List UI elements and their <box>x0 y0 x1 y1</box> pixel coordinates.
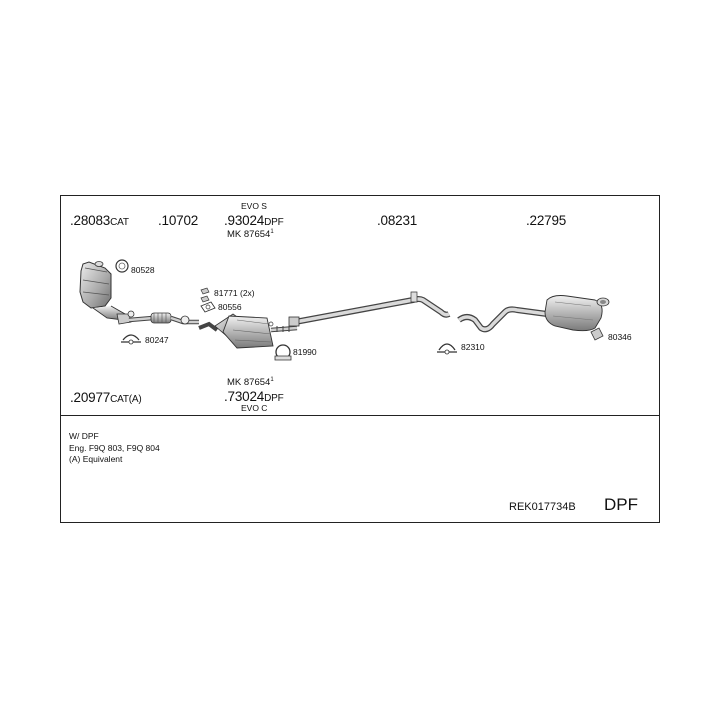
clamp-icon <box>274 344 292 361</box>
variant-label-evo-s: EVO S <box>241 201 267 211</box>
part-number-80528: 80528 <box>131 265 155 275</box>
part-number-22795: .22795 <box>526 213 567 228</box>
variant-label-evo-c: EVO C <box>241 403 268 413</box>
part-number-93024: .93024DPF <box>224 213 284 228</box>
section-divider <box>61 415 659 416</box>
kit-type-tag: DPF <box>604 495 638 514</box>
part-number-81990: 81990 <box>293 347 317 357</box>
part-number-80346: 80346 <box>608 332 632 342</box>
gasket-icon <box>200 301 216 313</box>
diagram-frame: .28083CAT .10702 EVO S .93024DPF MK 8765… <box>60 195 660 523</box>
center-pipe-icon <box>288 291 451 327</box>
notes: W/ DPF Eng. F9Q 803, F9Q 804 (A) Equival… <box>69 431 160 466</box>
particulate-filter-icon <box>198 313 298 349</box>
hanger-icon <box>590 327 604 341</box>
rear-muffler-icon <box>457 295 610 333</box>
part-number-10702: .10702 <box>158 213 199 228</box>
part-number-80247: 80247 <box>145 335 169 345</box>
part-number-73024: .73024DPF <box>224 389 284 404</box>
part-number-80556: 80556 <box>218 302 242 312</box>
note-line: Eng. F9Q 803, F9Q 804 <box>69 442 160 453</box>
note-line: (A) Equivalent <box>69 454 123 464</box>
clamp-icon <box>121 334 141 345</box>
gasket-icon <box>115 259 129 273</box>
mount-kit-bottom: MK 876541 <box>227 377 274 389</box>
mount-kit-top: MK 876541 <box>227 229 274 241</box>
part-number-82310: 82310 <box>461 342 485 352</box>
part-number-81771: 81771 (2x) <box>214 288 255 298</box>
part-number-20977: .20977CAT(A) <box>70 390 142 405</box>
part-number-08231: .08231 <box>377 213 418 228</box>
clamp-icon <box>437 343 457 355</box>
note-line: W/ DPF <box>69 431 99 441</box>
exhaust-drawing <box>79 259 610 361</box>
flex-pipe-icon <box>127 310 199 325</box>
part-number-28083: .28083CAT <box>70 213 129 228</box>
catalytic-converter-icon <box>79 261 132 325</box>
bolt-icon <box>200 287 210 303</box>
kit-reference: REK017734B <box>509 501 576 513</box>
